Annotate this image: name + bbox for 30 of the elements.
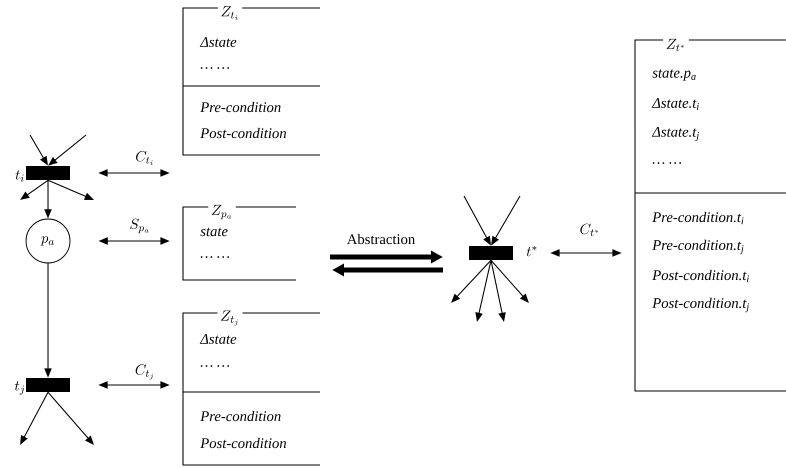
box-entry: Post-condition.t$_{j}$	[652, 298, 749, 312]
box-title: $Z_{t^*}$	[663, 36, 689, 54]
box-entry: … …	[652, 162, 682, 164]
edge-label: $C_{t^*}$	[580, 224, 598, 236]
box-entry: Pre-condition	[200, 410, 281, 422]
box-entry: Post-condition	[200, 438, 286, 448]
transition-label: $t^*$	[526, 246, 536, 256]
box-entry: Pre-condition	[200, 102, 281, 112]
arrow-label: Abstraction	[346, 234, 415, 244]
edge-label: $C_{t_i}$	[136, 150, 153, 165]
box-title: $Z_{p_a}$	[208, 202, 236, 222]
box-entry: Δstate.t$_{j}$	[652, 126, 699, 142]
box-entry: … …	[200, 67, 230, 69]
box-entry: Δstate	[200, 37, 236, 47]
box-entry: Δstate.t$_{i}$	[652, 98, 699, 110]
box-title: $Z_{t_j}$	[218, 308, 243, 328]
transition-label: $t_j$	[14, 381, 24, 395]
box-entry: state	[200, 228, 228, 236]
box-title: $Z_{t_i}$	[218, 4, 242, 22]
edge-label: $C_{t_j}$	[136, 364, 153, 380]
box-entry: Post-condition.t$_{i}$	[652, 270, 749, 282]
transition-label: $t_i$	[15, 170, 24, 182]
edge-label: $S_{p_a}$	[130, 218, 149, 234]
box-entry: … …	[200, 256, 230, 258]
box-entry: Δstate	[200, 334, 236, 344]
box-entry: Post-condition	[200, 128, 286, 138]
box-entry: state.p$_{a}$	[652, 69, 696, 81]
box-entry: Pre-condition.t$_{i}$	[652, 212, 744, 224]
box-entry: … …	[200, 365, 230, 367]
box-entry: Pre-condition.t$_{j}$	[652, 240, 744, 254]
